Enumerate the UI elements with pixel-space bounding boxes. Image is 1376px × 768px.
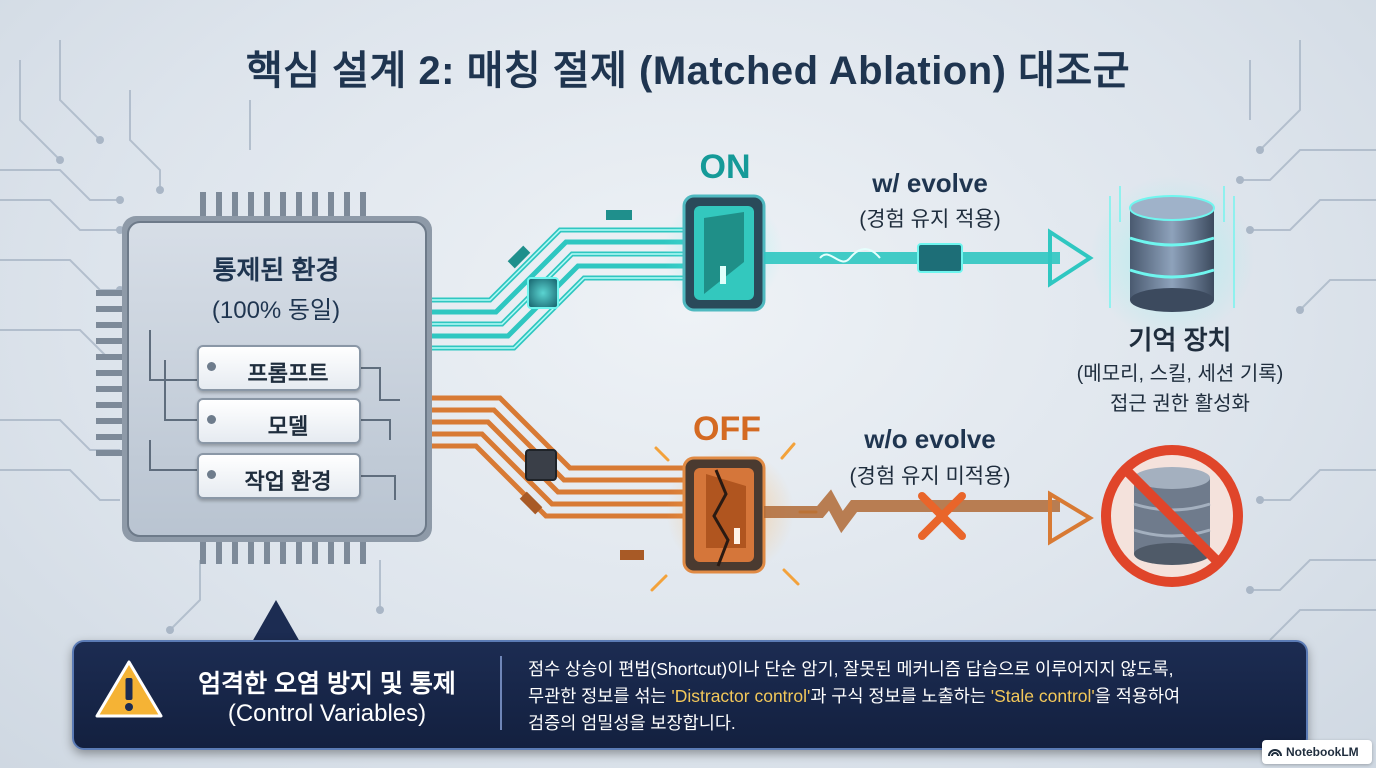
memory-title: 기억 장치	[1128, 325, 1232, 355]
memory-description-line1: (메모리, 스킬, 세션 기록)	[1076, 363, 1284, 385]
database-icon	[1109, 186, 1235, 312]
chip-item-label: 모델	[267, 414, 309, 439]
connector-dot-icon	[207, 470, 216, 479]
connector-dot-icon	[207, 362, 216, 371]
control-variables-banner	[72, 640, 1308, 750]
chip-item-model: 모델	[197, 398, 361, 444]
banner-pointer	[252, 600, 300, 642]
chip-pins	[96, 192, 366, 564]
banner-subheading: (Control Variables)	[227, 700, 427, 727]
banner-text-segment: 과 구식 정보를 노출하는	[810, 686, 991, 706]
memory-description-line2: 접근 권한 활성화	[1110, 393, 1250, 415]
off-arrow	[764, 489, 1094, 546]
off-path-title: w/o evolve	[864, 424, 996, 454]
chip-item-label: 작업 환경	[244, 469, 332, 494]
off-path-subtitle: (경험 유지 미적용)	[849, 465, 1011, 488]
chip-item-environment: 작업 환경	[197, 453, 361, 499]
banner-text-line1: 점수 상승이 편법(Shortcut)이나 단순 암기, 잘못된 메커니즘 답습…	[528, 659, 1174, 679]
chip-item-prompt: 프롬프트	[197, 345, 361, 391]
banner-text-line2: 무관한 정보를 섞는 'Distractor control'과 구식 정보를 …	[528, 683, 1180, 708]
chip-subtitle: (100% 동일)	[211, 297, 341, 324]
background-circuit-traces	[0, 40, 1376, 641]
banner-text-segment: 을 적용하여	[1094, 686, 1181, 706]
watermark-text: NotebookLM	[1286, 745, 1359, 759]
distractor-control-highlight: 'Distractor control'	[671, 686, 811, 706]
connector-dot-icon	[207, 415, 216, 424]
banner-divider	[500, 656, 502, 730]
warning-icon	[95, 660, 163, 718]
off-switch-label: OFF	[693, 410, 761, 448]
chip-item-label: 프롬프트	[247, 361, 329, 386]
stale-control-highlight: 'Stale control'	[990, 686, 1095, 706]
off-path-mini-chip-icon	[525, 449, 557, 481]
banner-text-segment: 무관한 정보를 섞는	[528, 686, 672, 706]
page-title: 핵심 설계 2: 매칭 절제 (Matched Ablation) 대조군	[245, 49, 1131, 93]
on-switch-label: ON	[699, 148, 751, 186]
off-path-traces	[427, 395, 693, 519]
banner-text-line3: 검증의 엄밀성을 보장합니다.	[528, 713, 736, 733]
on-path-title: w/ evolve	[872, 168, 988, 198]
prohibited-database-icon	[1101, 445, 1243, 587]
notebooklm-logo-icon	[1268, 749, 1282, 757]
x-mark-icon	[918, 492, 966, 540]
on-arrow	[764, 228, 1094, 288]
chip-internal-traces	[149, 330, 400, 500]
chip-title: 통제된 환경	[212, 255, 340, 285]
banner-heading: 엄격한 오염 방지 및 통제	[198, 670, 456, 698]
on-path-subtitle: (경험 유지 적용)	[859, 208, 1001, 231]
